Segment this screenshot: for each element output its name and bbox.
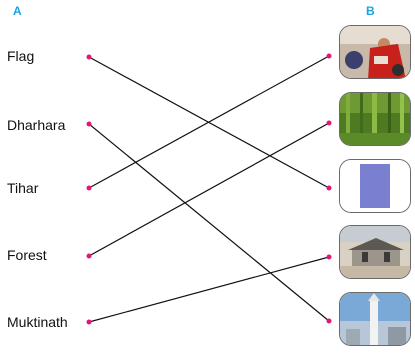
temple-photo — [339, 225, 411, 279]
match-line-dharhara — [88, 123, 330, 322]
forest-photo — [339, 92, 411, 146]
left-dot-muktinath[interactable] — [86, 319, 92, 325]
right-dot-tower[interactable] — [326, 318, 332, 324]
festival-photo — [339, 25, 411, 79]
left-item-forest: Forest — [7, 247, 47, 263]
tower-photo — [339, 292, 411, 346]
match-line-muktinath — [88, 256, 330, 323]
left-dot-tihar[interactable] — [86, 185, 92, 191]
flag-image — [339, 159, 411, 213]
right-dot-temple[interactable] — [326, 254, 332, 260]
right-dot-forest[interactable] — [326, 120, 332, 126]
column-b-header: B — [366, 4, 375, 18]
left-dot-flag[interactable] — [86, 54, 92, 60]
left-item-flag: Flag — [7, 48, 35, 64]
right-dot-festival[interactable] — [326, 53, 332, 59]
left-dot-dharhara[interactable] — [86, 121, 92, 127]
left-dot-forest[interactable] — [86, 253, 92, 259]
match-line-forest — [88, 122, 330, 257]
left-item-dharhara: Dharhara — [7, 117, 66, 133]
right-dot-flag[interactable] — [326, 185, 332, 191]
left-item-muktinath: Muktinath — [7, 314, 68, 330]
left-item-tihar: Tihar — [7, 180, 39, 196]
column-a-header: A — [13, 4, 22, 18]
match-line-tihar — [88, 55, 330, 189]
